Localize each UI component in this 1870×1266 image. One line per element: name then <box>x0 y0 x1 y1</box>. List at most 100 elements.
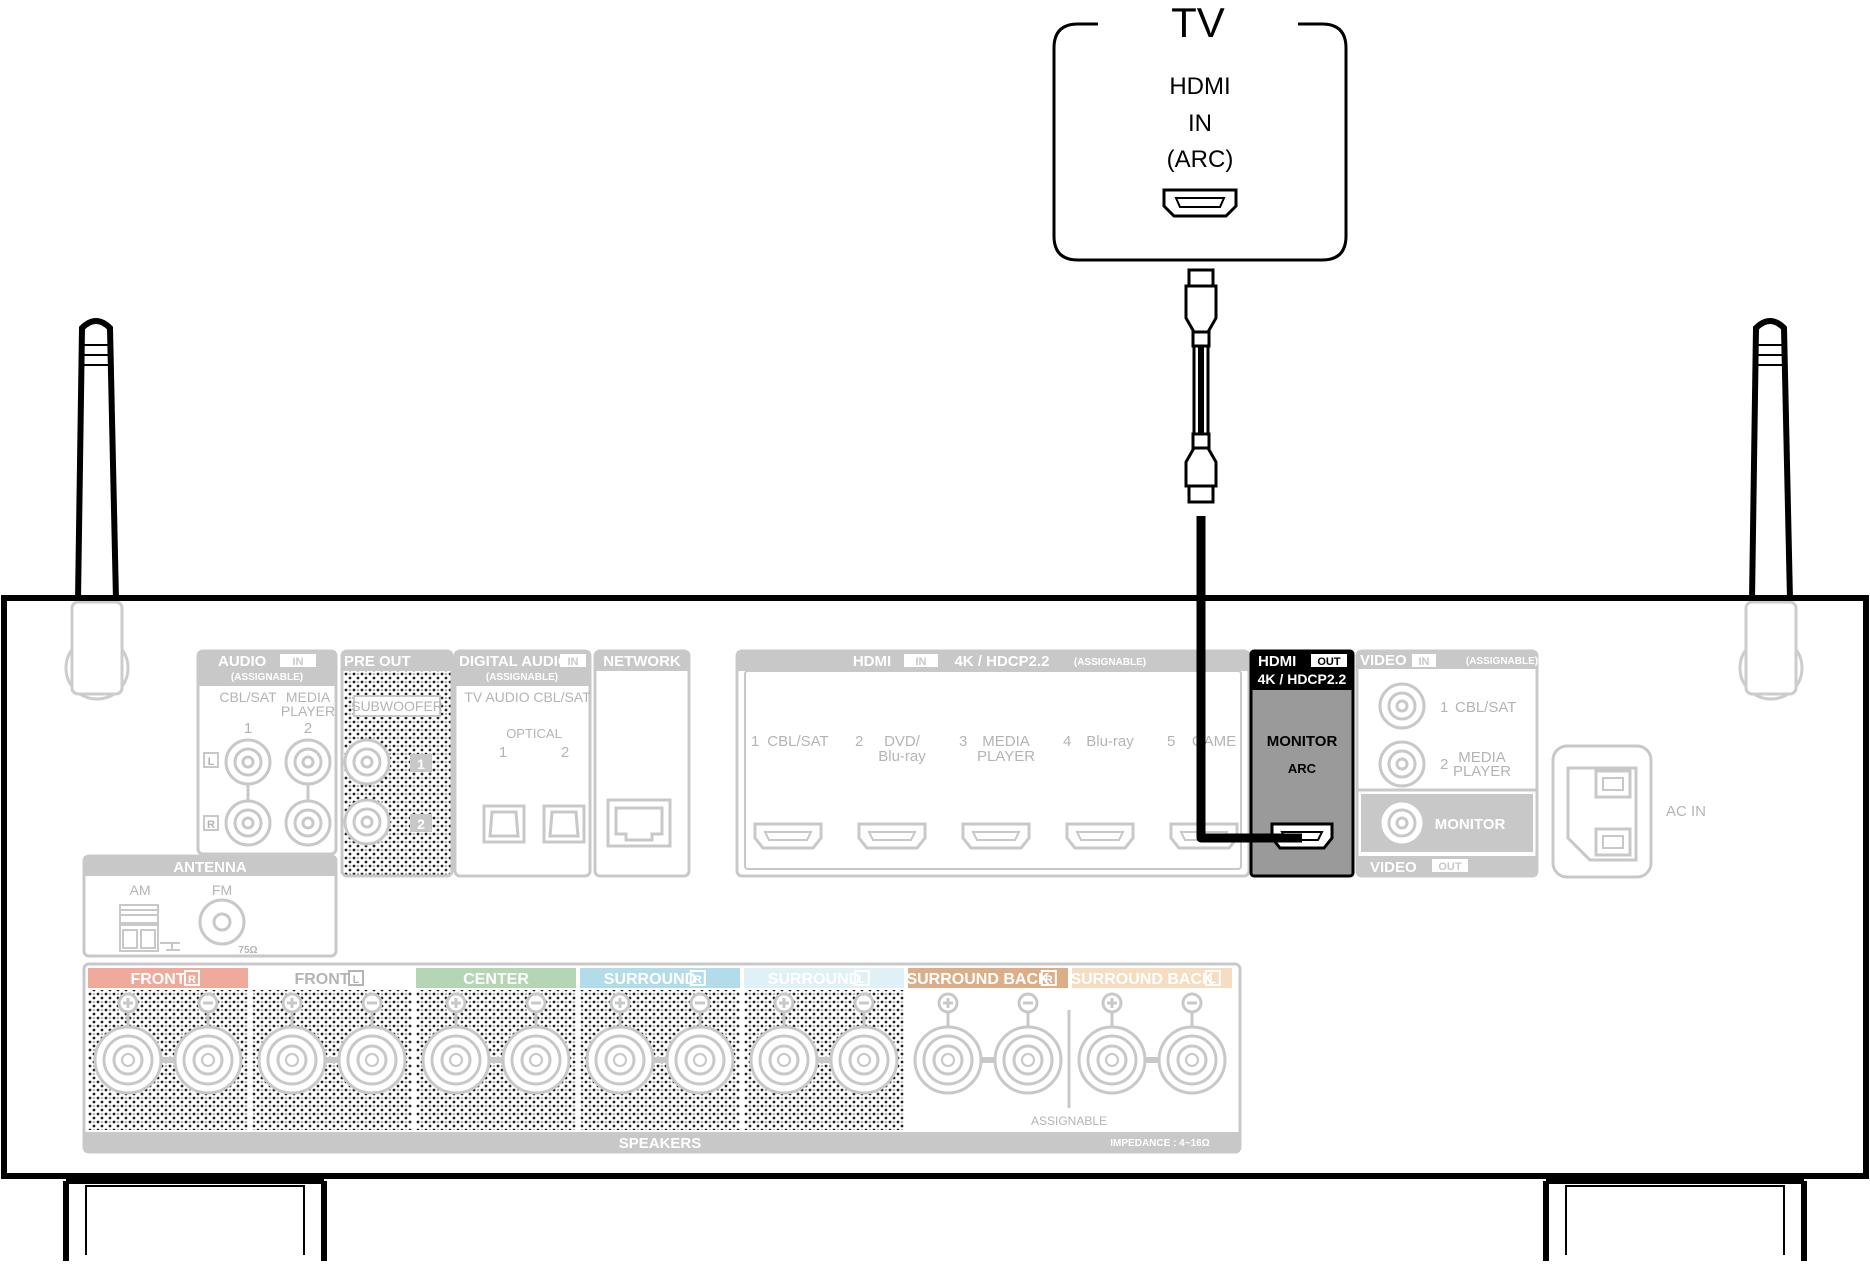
pre-out-section: PRE OUT SUBWOOFER 1 2 <box>340 649 454 878</box>
digital-audio-col2: CBL/SAT <box>533 689 591 705</box>
hdmi-out-monitor: MONITOR <box>1267 733 1338 750</box>
speaker-group-header <box>416 968 576 988</box>
network-header: NETWORK <box>603 653 681 670</box>
hdmi-in-label: CBL/SAT <box>767 733 828 750</box>
antenna-am: AM <box>130 882 151 898</box>
speaker-group-side: R <box>188 974 196 986</box>
audio-in-col2-line2: PLAYER <box>281 703 335 719</box>
digital-audio-optical: OPTICAL <box>506 726 562 741</box>
antenna-left <box>64 318 130 701</box>
hdmi-in-assignable: (ASSIGNABLE) <box>1074 657 1146 668</box>
hdmi-in-tag: IN <box>916 656 927 668</box>
antenna-header: ANTENNA <box>173 859 246 876</box>
speaker-group-3: CENTER <box>416 968 576 1130</box>
hdmi-port-icon <box>753 822 823 850</box>
hdmi-port-icon <box>857 822 927 850</box>
video-out-tag: OUT <box>1438 861 1462 873</box>
plus-icon <box>1107 998 1117 1008</box>
digital-audio-assignable: (ASSIGNABLE) <box>486 672 558 683</box>
speaker-terminal <box>1077 1025 1147 1095</box>
speakers-label: SPEAKERS <box>619 1135 702 1152</box>
hdmi-in-label: DVD/ <box>884 733 921 750</box>
audio-in-col2-line1: MEDIA <box>286 689 331 705</box>
hdmi-in-spec: 4K / HDCP2.2 <box>954 653 1049 670</box>
hdmi-in-num: 1 <box>751 733 759 750</box>
speaker-terminal <box>257 1025 327 1095</box>
plus-icon <box>451 998 461 1008</box>
tv-port-line3: (ARC) <box>1167 146 1234 173</box>
rca-jacks <box>224 738 332 847</box>
ac-in-label: AC IN <box>1666 803 1706 820</box>
speaker-group-header <box>580 968 740 988</box>
plus-icon <box>943 998 953 1008</box>
pre-out-num1: 1 <box>417 756 425 772</box>
hdmi-in-num: 2 <box>855 733 863 750</box>
speaker-terminal <box>829 1025 899 1095</box>
hdmi-in-label: MEDIA <box>982 733 1030 750</box>
video-section: VIDEO IN (ASSIGNABLE) 1 CBL/SAT 2 MEDIA … <box>1355 649 1539 878</box>
audio-in-assignable: (ASSIGNABLE) <box>231 672 303 683</box>
plus-icon <box>615 998 625 1008</box>
speaker-terminal <box>913 1025 983 1095</box>
speaker-group-label: SURROUND <box>604 971 696 988</box>
speakers-impedance: IMPEDANCE : 4~16Ω <box>1110 1138 1209 1149</box>
digital-audio-num2: 2 <box>561 744 569 761</box>
foot-right <box>1543 1178 1807 1261</box>
speaker-group-label: FRONT <box>130 971 185 988</box>
speaker-terminal <box>337 1025 407 1095</box>
plus-icon <box>123 998 133 1008</box>
speaker-group-header <box>908 968 1068 988</box>
video-in-num1: 1 <box>1440 699 1448 716</box>
video-in-assignable: (ASSIGNABLE) <box>1466 656 1538 667</box>
hdmi-port-icon <box>961 822 1031 850</box>
foot-left <box>63 1178 327 1261</box>
tv-hdmi-port-icon <box>1162 188 1238 218</box>
speaker-group-header <box>744 968 904 988</box>
speaker-terminal <box>421 1025 491 1095</box>
speaker-group-header <box>252 968 412 988</box>
speaker-terminal <box>749 1025 819 1095</box>
speaker-terminal <box>1157 1025 1227 1095</box>
digital-audio-num1: 1 <box>499 744 507 761</box>
audio-in-num1: 1 <box>244 720 252 737</box>
hdmi-in-num: 3 <box>959 733 967 750</box>
hdmi-in-section: HDMI IN 4K / HDCP2.2 (ASSIGNABLE) 1 CBL/S… <box>735 649 1251 878</box>
tv-title: TV <box>1171 0 1225 46</box>
audio-in-left: L <box>208 756 215 768</box>
video-in-num2: 2 <box>1440 756 1448 773</box>
speaker-group-header <box>1072 968 1232 988</box>
speakers-section: SPEAKERS IMPEDANCE : 4~16Ω ASSIGNABLE FR… <box>82 962 1242 1154</box>
video-in-header: VIDEO <box>1360 652 1407 669</box>
hdmi-in-header: HDMI <box>853 653 891 670</box>
video-out-header: VIDEO <box>1370 859 1417 876</box>
speaker-terminal <box>173 1025 243 1095</box>
hdmi-in-num: 5 <box>1167 733 1175 750</box>
speaker-terminal <box>993 1025 1063 1095</box>
speaker-group-side: R <box>1045 974 1053 986</box>
digital-audio-tag: IN <box>568 656 579 668</box>
tv-port-line2: IN <box>1188 110 1212 137</box>
speaker-terminal <box>93 1025 163 1095</box>
speakers-assignable: ASSIGNABLE <box>1031 1114 1107 1128</box>
hdmi-out-spec: 4K / HDCP2.2 <box>1258 671 1347 687</box>
hdmi-in-num: 4 <box>1063 733 1071 750</box>
speaker-terminal <box>585 1025 655 1095</box>
ac-in-section: AC IN <box>1551 744 1706 879</box>
video-in-label2-line1: MEDIA <box>1458 749 1506 766</box>
hdmi-out-tag: OUT <box>1317 656 1341 668</box>
audio-in-right: R <box>207 819 215 831</box>
hdmi-in-label-line2: PLAYER <box>977 748 1035 765</box>
speaker-group-header <box>88 968 248 988</box>
